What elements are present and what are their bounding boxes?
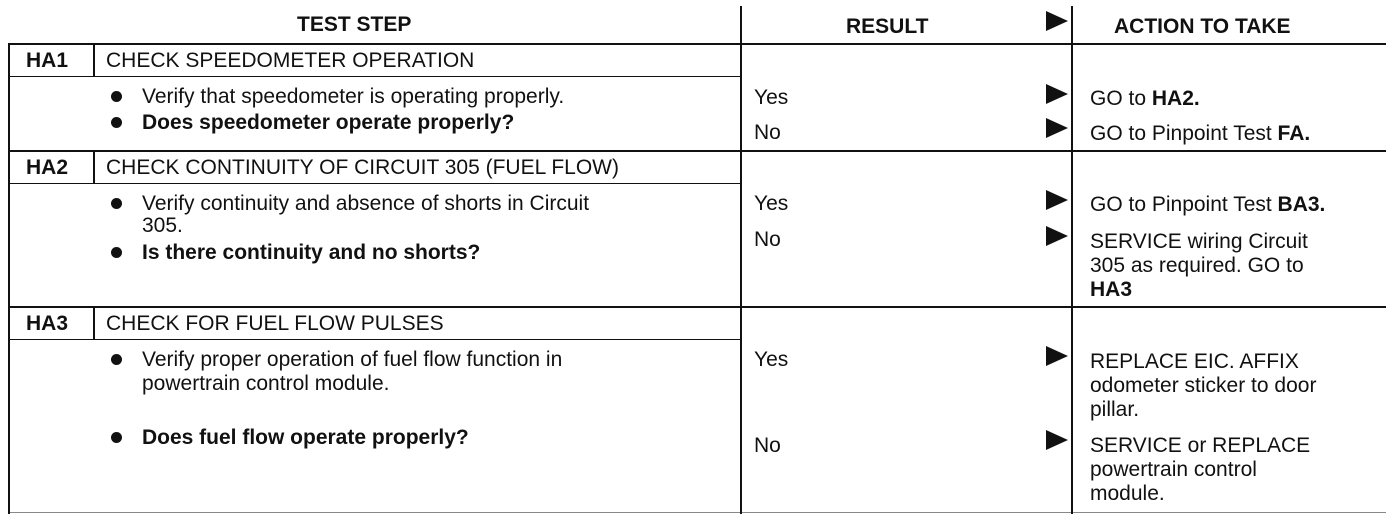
ha3-instruction-line2: powertrain control module. <box>142 372 390 395</box>
ha3-action-no-line2: powertrain control <box>1090 458 1257 481</box>
ha3-title-rule <box>8 339 741 340</box>
step-title-ha2: CHECK CONTINUITY OF CIRCUIT 305 (FUEL FL… <box>106 156 619 179</box>
ha2-title-rule <box>8 183 741 184</box>
ha3-top-rule <box>8 306 1386 308</box>
ha1-result-yes: Yes <box>754 86 789 109</box>
ha1-result-no: No <box>754 121 781 144</box>
step-id-divider-ha3 <box>93 308 95 339</box>
bullet-icon <box>111 354 122 365</box>
ha3-action-no-line1: SERVICE or REPLACE <box>1090 434 1311 457</box>
ha3-result-yes: Yes <box>754 348 789 371</box>
header-result: RESULT <box>846 15 929 38</box>
bullet-icon <box>111 91 122 102</box>
ha2-question: Is there continuity and no shorts? <box>142 241 481 264</box>
bullet-icon <box>111 432 122 443</box>
ha2-top-rule <box>8 150 1386 152</box>
step-id-ha3: HA3 <box>26 312 69 335</box>
header-test-step: TEST STEP <box>297 13 412 36</box>
ha2-action-no-line1: SERVICE wiring Circuit <box>1090 230 1308 253</box>
step-id-divider-ha2 <box>93 152 95 183</box>
ha3-question: Does fuel flow operate properly? <box>142 426 469 449</box>
bullet-icon <box>111 198 122 209</box>
ha2-action-yes: GO to Pinpoint Test BA3. <box>1090 193 1326 216</box>
ha2-result-yes: Yes <box>754 192 789 215</box>
ha2-action-no-line2: 305 as required. GO to <box>1090 254 1304 277</box>
ha1-action-no: GO to Pinpoint Test FA. <box>1090 122 1311 145</box>
ha1-question: Does speedometer operate properly? <box>142 111 515 134</box>
ha2-instruction-line1: Verify continuity and absence of shorts … <box>142 192 590 215</box>
ha3-instruction-line1: Verify proper operation of fuel flow fun… <box>142 348 563 371</box>
header-action: ACTION TO TAKE <box>1114 15 1291 38</box>
step-id-ha1: HA1 <box>26 49 69 72</box>
ha2-result-no: No <box>754 228 781 251</box>
ha3-action-yes-line1: REPLACE EIC. AFFIX <box>1090 350 1299 373</box>
ha1-action-yes: GO to HA2. <box>1090 87 1200 110</box>
col-divider-result <box>740 6 742 514</box>
ha2-instruction-line2: 305. <box>142 214 183 237</box>
col-divider-action <box>1071 6 1073 514</box>
step-id-ha2: HA2 <box>26 156 69 179</box>
step-title-ha3: CHECK FOR FUEL FLOW PULSES <box>106 312 444 335</box>
ha3-yes-arrow-icon <box>1046 346 1068 366</box>
ha1-title-rule <box>8 76 741 77</box>
ha2-yes-arrow-icon <box>1046 190 1068 210</box>
ha3-action-yes-line2: odometer sticker to door <box>1090 374 1317 397</box>
ha2-no-arrow-icon <box>1046 226 1068 246</box>
ha3-result-no: No <box>754 434 781 457</box>
bullet-icon <box>111 117 122 128</box>
ha3-action-yes-line3: pillar. <box>1090 398 1140 421</box>
ha1-no-arrow-icon <box>1046 118 1068 138</box>
header-bottom-rule <box>8 43 1386 45</box>
ha3-action-no-line3: module. <box>1090 482 1165 505</box>
ha2-action-no-bold: HA3 <box>1090 278 1133 301</box>
step-title-ha1: CHECK SPEEDOMETER OPERATION <box>106 49 475 72</box>
ha3-no-arrow-icon <box>1046 430 1068 450</box>
left-border <box>8 43 10 514</box>
ha1-yes-arrow-icon <box>1046 84 1068 104</box>
header-arrow-icon <box>1046 11 1068 31</box>
ha1-instruction: Verify that speedometer is operating pro… <box>142 85 565 108</box>
step-id-divider-ha1 <box>93 45 95 76</box>
bottom-rule <box>8 512 1386 513</box>
bullet-icon <box>111 247 122 258</box>
